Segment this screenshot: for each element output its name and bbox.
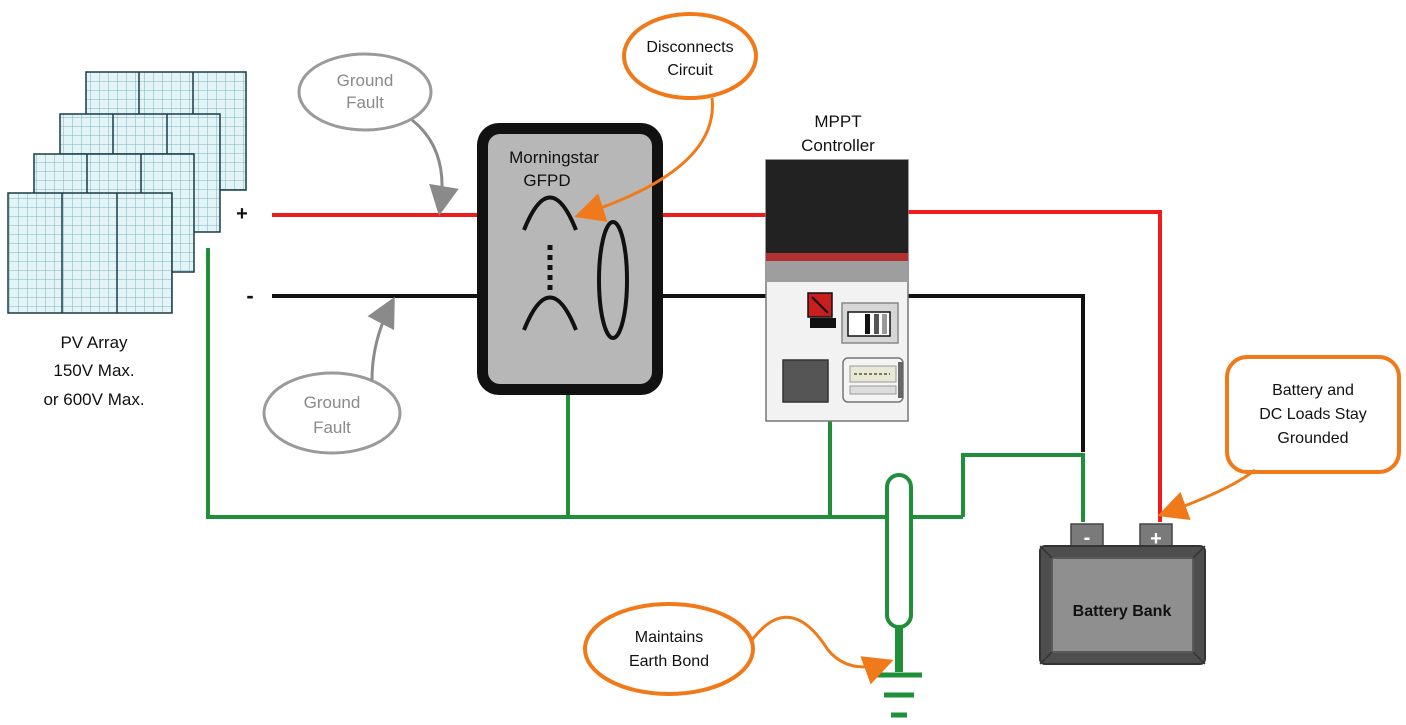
callout-earth-bond	[583, 602, 894, 696]
positive-wire	[272, 210, 1162, 522]
red-knob-icon	[807, 292, 836, 328]
pv-panel-1	[7, 192, 173, 314]
battery-negative-terminal: -	[1084, 527, 1091, 549]
pv-array-voltage-150: 150V Max.	[53, 361, 134, 380]
callout-ground-fault-bottom	[262, 296, 402, 455]
battery-positive-terminal: +	[1150, 528, 1162, 550]
gfpd-device	[477, 123, 663, 395]
disconnects-line2: Circuit	[667, 62, 713, 79]
positive-sign: +	[236, 203, 248, 225]
pv-array-panels	[7, 71, 247, 314]
pv-array-label: PV Array	[60, 333, 128, 352]
battery-grounded-line1: Battery and	[1272, 382, 1354, 399]
ground-fault-top-line2: Fault	[346, 93, 384, 112]
battery-grounded-line2: DC Loads Stay	[1259, 406, 1367, 423]
negative-sign: -	[246, 283, 253, 308]
ground-fault-top-line1: Ground	[337, 71, 394, 90]
gfpd-brand-label: Morningstar	[509, 148, 599, 167]
battery-bank-label: Battery Bank	[1073, 603, 1172, 620]
mppt-controller-label: Controller	[801, 136, 875, 155]
earth-bond-line1: Maintains	[635, 629, 703, 646]
negative-wire	[272, 294, 1085, 452]
mppt-label: MPPT	[814, 112, 861, 131]
battery-grounded-line3: Grounded	[1277, 430, 1348, 447]
mppt-controller	[765, 159, 909, 422]
gfpd-model-label: GFPD	[523, 171, 570, 190]
disconnects-line1: Disconnects	[646, 39, 733, 56]
ground-rod	[885, 473, 913, 672]
earth-ground-icon	[876, 672, 922, 718]
ground-fault-bottom-line1: Ground	[304, 393, 361, 412]
battery-bank	[1039, 523, 1206, 665]
callout-ground-fault-top	[297, 52, 459, 216]
callout-disconnects-circuit	[574, 12, 758, 222]
earth-bond-line2: Earth Bond	[629, 653, 709, 670]
ground-wiring	[206, 248, 1085, 522]
switch-bank-icon	[841, 302, 899, 344]
pv-array-voltage-600: or 600V Max.	[43, 390, 144, 409]
ground-fault-bottom-line2: Fault	[313, 418, 351, 437]
terminal-block	[782, 359, 829, 403]
callout-battery-grounded	[1157, 355, 1401, 521]
display-meter-icon	[842, 357, 904, 403]
